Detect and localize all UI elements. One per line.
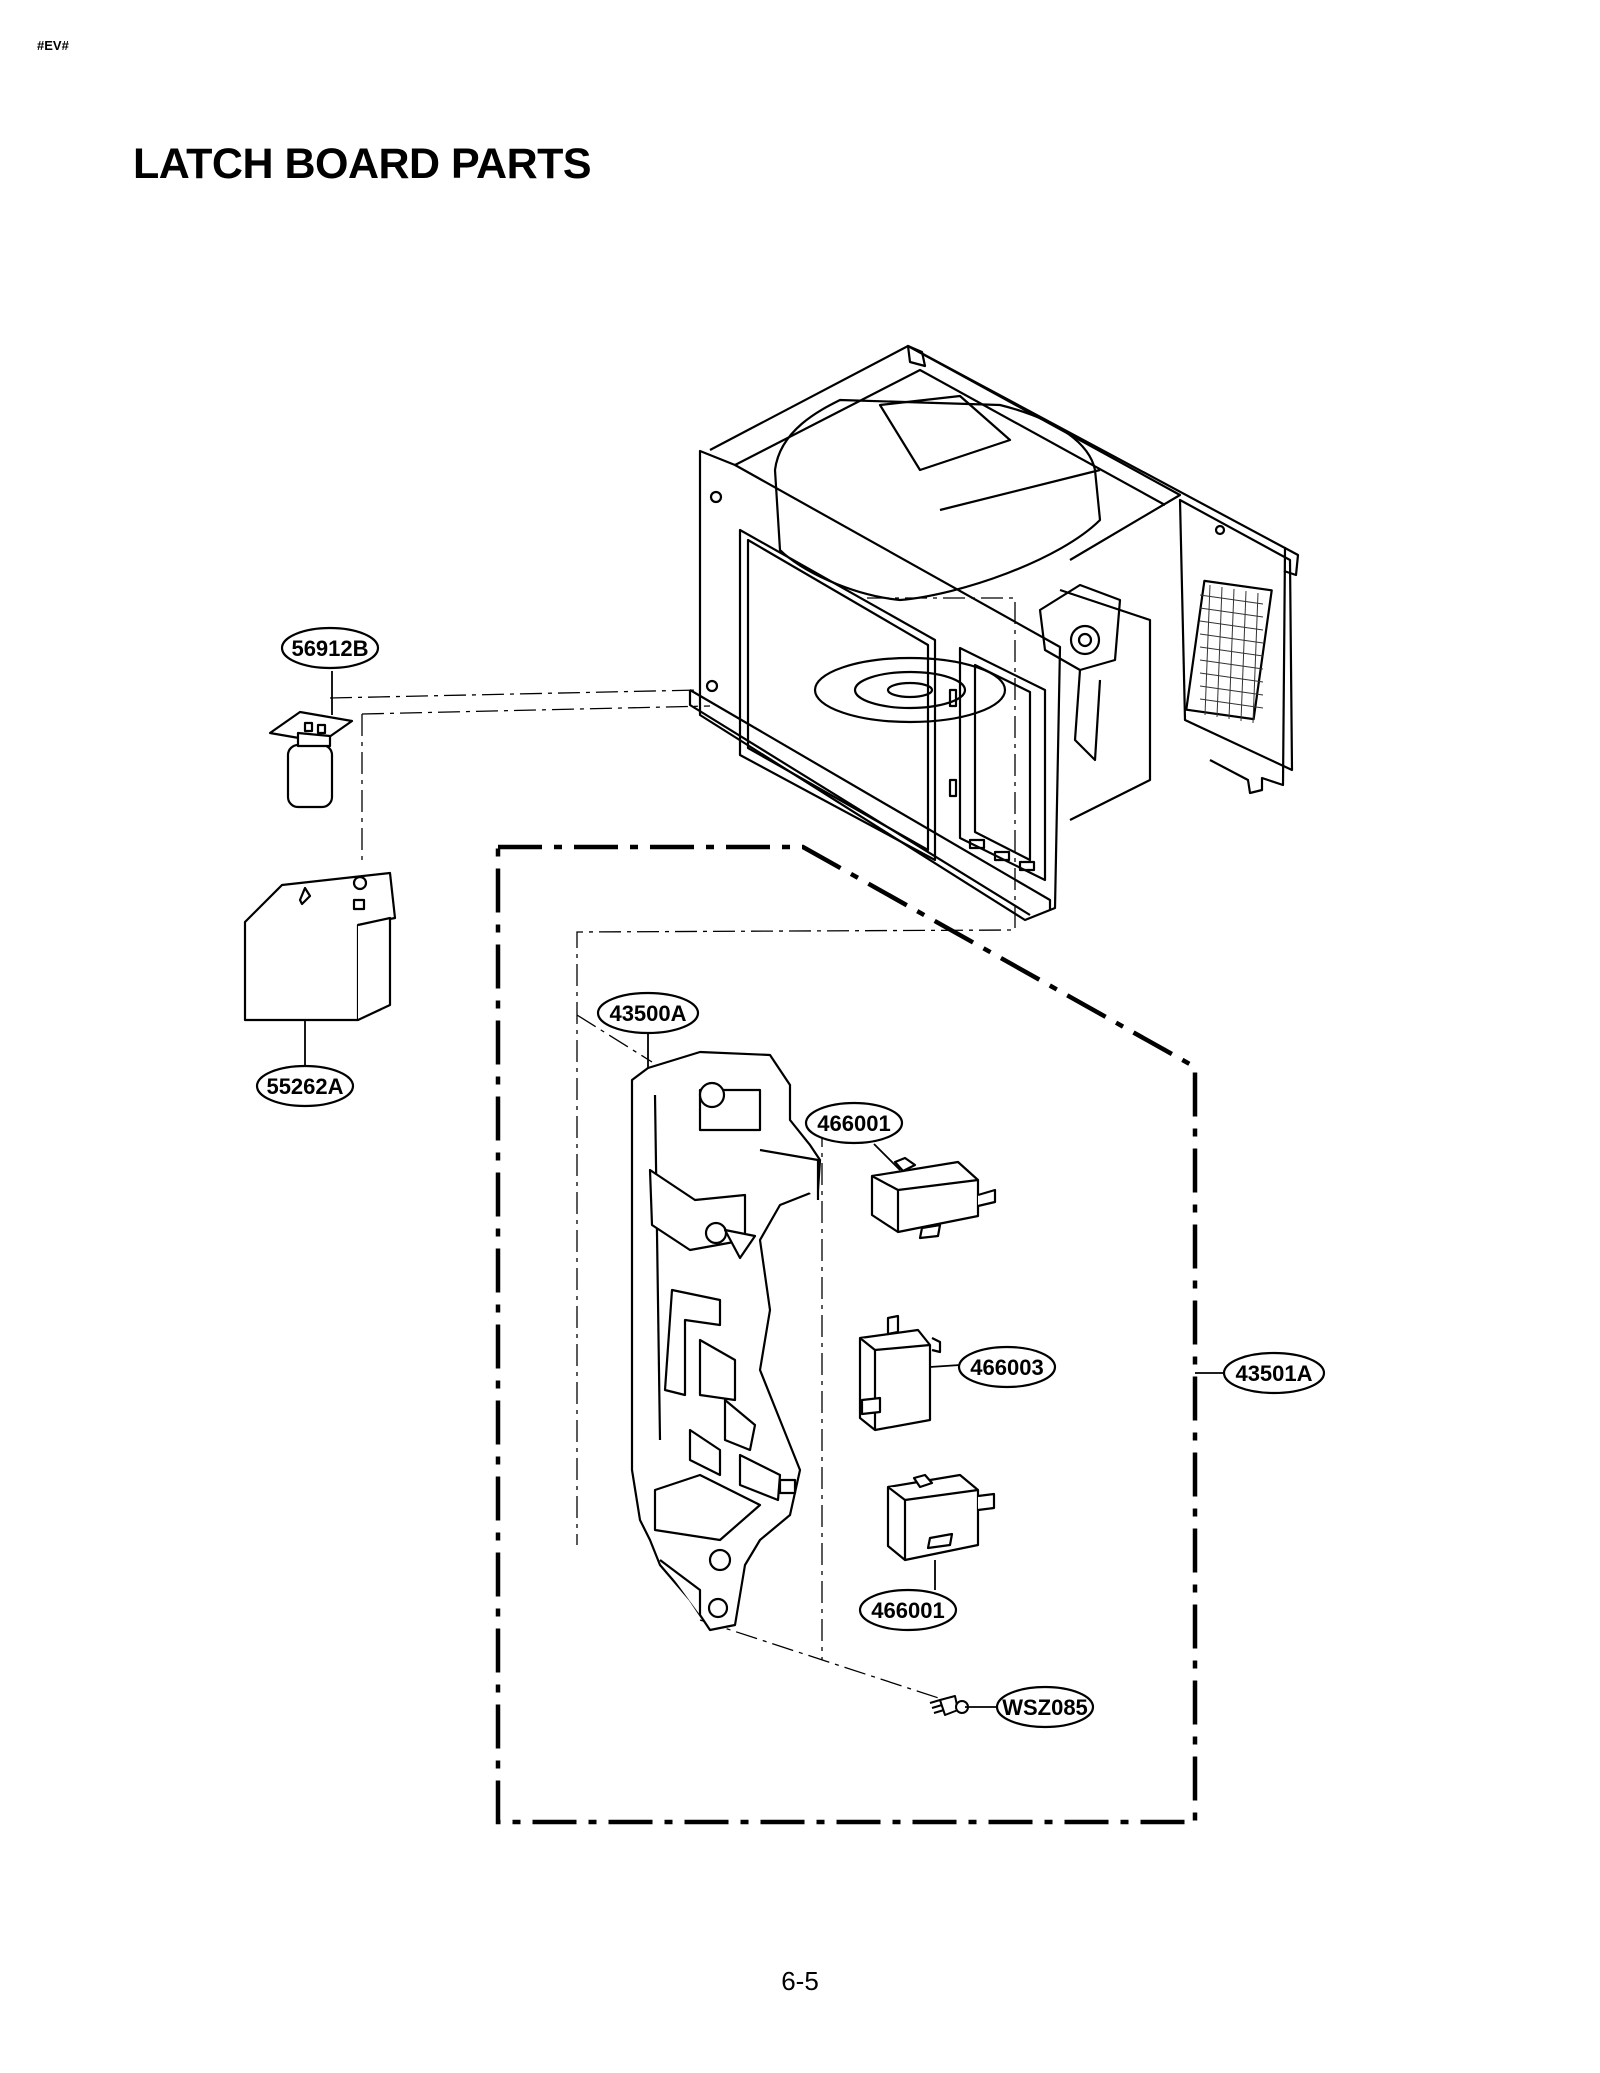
callout-55262A: 55262A	[255, 1064, 355, 1108]
callout-WSZ085: WSZ085	[995, 1685, 1095, 1729]
oven-cavity-drawing	[688, 344, 1300, 922]
leader-lines	[304, 671, 1225, 1708]
callout-label: 466003	[970, 1355, 1043, 1380]
callout-label: 43501A	[1235, 1361, 1312, 1386]
callout-label: 56912B	[291, 636, 368, 661]
part-466003-switch-drawing	[858, 1314, 942, 1432]
callout-43500A: 43500A	[596, 991, 700, 1035]
callout-466003: 466003	[957, 1345, 1057, 1389]
part-43500A-latch-board-drawing	[630, 1050, 822, 1632]
callout-56912B: 56912B	[280, 626, 380, 670]
part-WSZ085-screw-drawing	[929, 1695, 969, 1716]
callout-466001-top: 466001	[804, 1101, 904, 1145]
assembly-boundary-43501A	[495, 844, 1198, 1825]
callout-label: 466001	[871, 1598, 944, 1623]
part-56912B-drawing	[268, 710, 354, 809]
callout-label: 55262A	[266, 1074, 343, 1099]
document-code: #EV#	[37, 38, 69, 53]
page-title: LATCH BOARD PARTS	[133, 140, 592, 188]
page-number: 6-5	[781, 1966, 819, 1996]
callout-label: 466001	[817, 1111, 890, 1136]
part-466001-bottom-switch-drawing	[886, 1473, 996, 1562]
part-466001-top-switch-drawing	[870, 1156, 997, 1240]
part-55262A-drawing	[243, 871, 397, 1022]
callout-43501A: 43501A	[1222, 1351, 1326, 1395]
callout-label: 43500A	[609, 1001, 686, 1026]
callout-466001-bottom: 466001	[858, 1588, 958, 1632]
callout-label: WSZ085	[1002, 1695, 1088, 1720]
guide-lines	[329, 597, 1016, 1706]
